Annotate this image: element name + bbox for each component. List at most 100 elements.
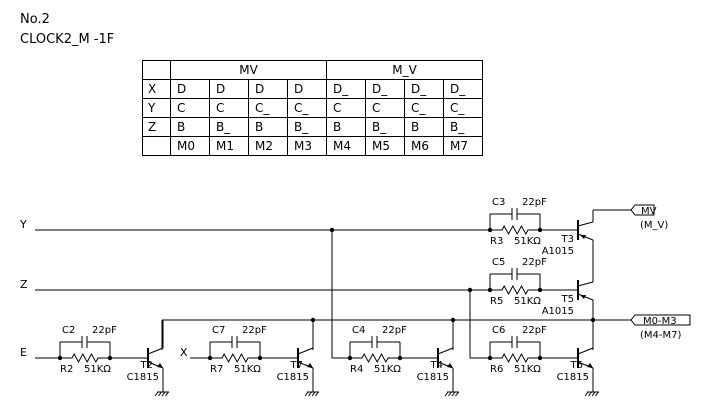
truth-table-row-outputs: M0 M1 M2 M3 M4 M5 M6 M7 <box>142 136 483 156</box>
transistor-label: T7 <box>290 360 303 371</box>
resistor-value: 51KΩ <box>374 364 401 375</box>
capacitor-label: C2 <box>62 325 75 336</box>
diagram-title: CLOCK2_M -1F <box>20 32 115 47</box>
capacitor-label: C7 <box>212 325 225 336</box>
transistor-collector <box>577 281 594 287</box>
ground-hatch <box>588 391 592 397</box>
input-label-y: Y <box>19 218 27 231</box>
input-label-z: Z <box>20 278 28 291</box>
transistor-label: T4 <box>430 360 443 371</box>
junction-dot <box>467 287 473 293</box>
transistor-label: T3 <box>561 234 574 245</box>
ground-hatch <box>444 391 449 397</box>
ground-hatch <box>455 391 459 397</box>
table-cell: M0 <box>170 136 210 156</box>
table-cell: B_ <box>443 117 483 137</box>
transistor-part-label: A1015 <box>542 246 574 257</box>
table-cell: M4 <box>326 136 366 156</box>
ground-hatch <box>448 391 452 397</box>
transistor-label: T2 <box>140 360 153 371</box>
resistor-zigzag <box>210 352 260 364</box>
resistor-label: R4 <box>350 364 363 375</box>
resistor-value: 51KΩ <box>514 236 541 247</box>
resistor-zigzag <box>490 224 540 236</box>
emitter-arrow <box>580 235 586 239</box>
transistor-collector <box>577 347 594 355</box>
table-cell: M1 <box>209 136 249 156</box>
truth-table-group-row: MV M_V <box>142 60 483 80</box>
resistor-value: 51KΩ <box>514 296 541 307</box>
table-cell: B_ <box>287 117 327 137</box>
table-cell: D_ <box>404 79 444 99</box>
resistor-value: 51KΩ <box>84 364 111 375</box>
junction-dot <box>487 227 493 233</box>
capacitor-label: C3 <box>492 197 505 208</box>
output-label-mv: MV <box>641 206 657 217</box>
resistor-label: R6 <box>490 364 503 375</box>
capacitor-value: 22pF <box>522 325 547 336</box>
junction-dot <box>537 355 543 361</box>
ground-hatch <box>584 391 589 397</box>
capacitor-value: 22pF <box>522 197 547 208</box>
ground-hatch <box>308 391 312 397</box>
diagram-number: No.2 <box>20 12 50 27</box>
ground-hatch <box>304 391 309 397</box>
transistor-part-label: A1015 <box>542 306 574 317</box>
capacitor-label: C6 <box>492 325 505 336</box>
ground-hatch <box>154 391 159 397</box>
truth-table-row-z: Z B B_ B B_ B B_ B B_ <box>142 117 483 137</box>
ground-hatch <box>311 391 316 397</box>
transistor-collector <box>297 347 314 355</box>
resistor-label: R3 <box>490 236 503 247</box>
transistor-part-label: C1815 <box>277 372 309 383</box>
junction-dot <box>347 355 353 361</box>
output-sublabel-mv: (M_V) <box>640 220 668 231</box>
resistor-label: R5 <box>490 296 503 307</box>
junctions <box>57 227 596 361</box>
transistor-label: T6 <box>570 360 583 371</box>
output-flag-mv: MV (M_V) <box>630 204 668 231</box>
capacitor-value: 22pF <box>92 325 117 336</box>
transistor-part-label: C1815 <box>127 372 159 383</box>
table-cell: M2 <box>248 136 288 156</box>
junction-dot <box>107 355 113 361</box>
table-cell: M7 <box>443 136 483 156</box>
junction-dot <box>257 355 263 361</box>
resistor-zigzag <box>490 352 540 364</box>
transistor-part-label: C1815 <box>417 372 449 383</box>
emitter-arrow <box>307 363 313 368</box>
junction-dot <box>537 227 543 233</box>
junction-dot <box>207 355 213 361</box>
resistor-zigzag <box>350 352 400 364</box>
capacitor-label: C5 <box>492 257 505 268</box>
emitter-arrow <box>447 363 453 368</box>
ground-hatch <box>451 391 456 397</box>
resistor-label: R7 <box>210 364 223 375</box>
junction-dot <box>537 287 543 293</box>
truth-table: MV M_V X D D D D D_ D_ D_ D_ Y C C C_ C_… <box>142 60 483 156</box>
emitter-arrow <box>157 363 163 368</box>
resistor-label: R2 <box>60 364 73 375</box>
transistor-emitter <box>577 293 594 301</box>
junction-dot <box>450 317 456 323</box>
capacitor-label: C4 <box>352 325 365 336</box>
input-label-e: E <box>20 346 27 359</box>
ground-hatch <box>595 391 599 397</box>
junction-dot <box>310 317 316 323</box>
input-label-x: X <box>180 346 188 359</box>
transistor-collector <box>147 347 164 355</box>
junction-dot <box>487 287 493 293</box>
junction-dot <box>329 227 335 233</box>
transistor-collector <box>577 221 594 227</box>
capacitor-value: 22pF <box>522 257 547 268</box>
junction-dot <box>397 355 403 361</box>
junction-dot <box>487 355 493 361</box>
capacitor-value: 22pF <box>242 325 267 336</box>
ground-hatch <box>591 391 596 397</box>
